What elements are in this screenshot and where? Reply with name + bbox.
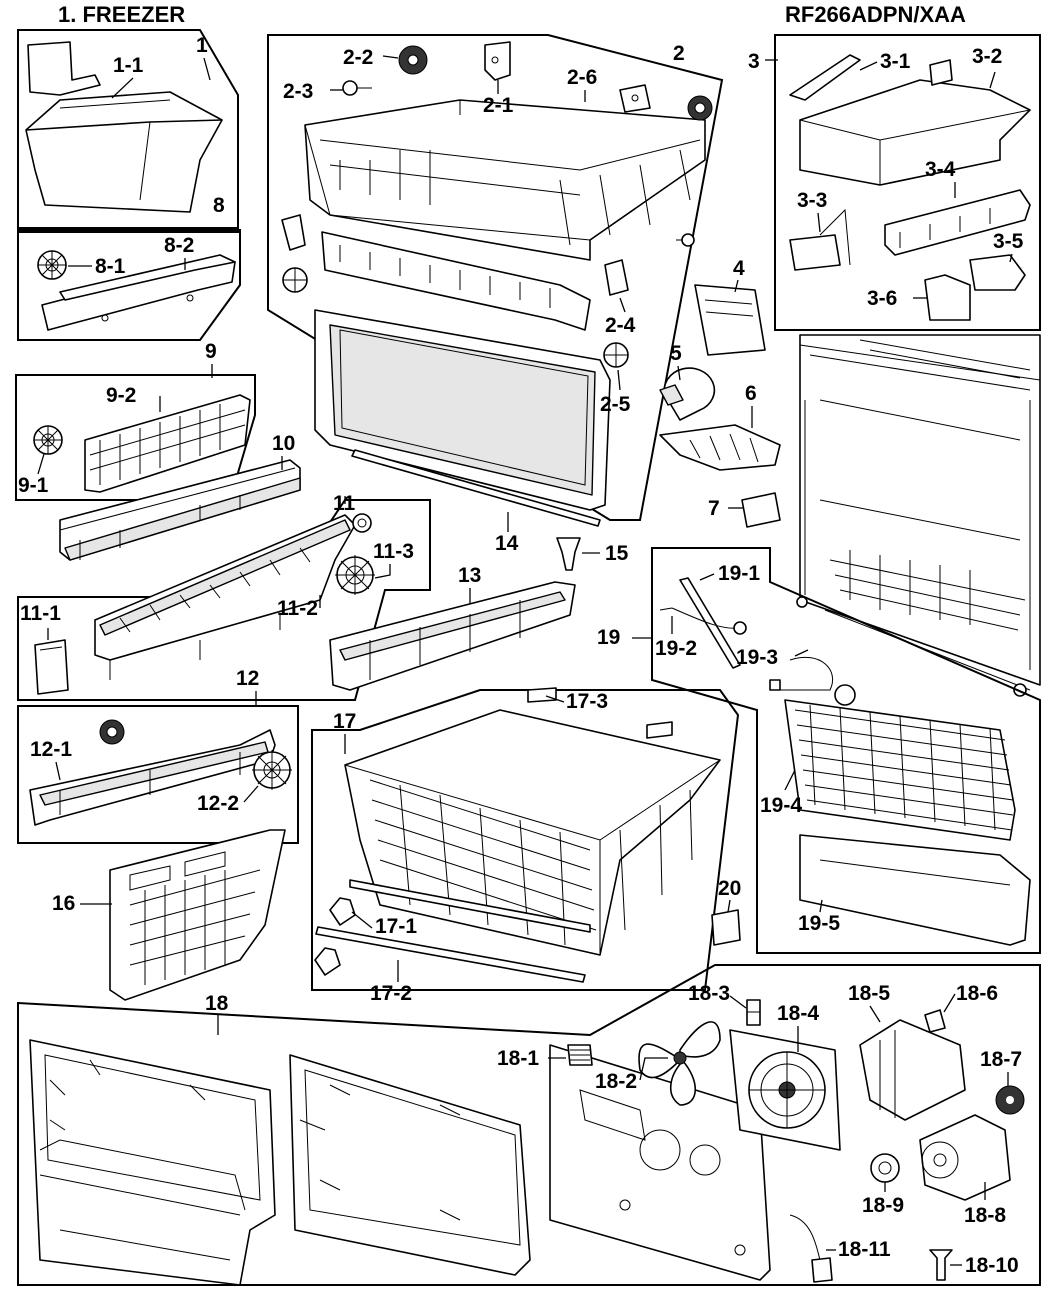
label-2: 2 bbox=[673, 42, 685, 65]
label-18-11: 18-11 bbox=[838, 1238, 891, 1261]
label-18-10: 18-10 bbox=[965, 1254, 1019, 1277]
label-9-2: 9-2 bbox=[106, 384, 136, 407]
part-4-label: 4 bbox=[694, 257, 766, 356]
label-10: 10 bbox=[272, 432, 295, 455]
label-2-2: 2-2 bbox=[343, 46, 373, 69]
label-11-3: 11-3 bbox=[373, 540, 414, 563]
group-11-rail-assembly: 11 11-3 11-2 11-1 bbox=[17, 492, 431, 701]
group-2-drawer: 2 2-2 2-3 2-1 2-6 2-4 2-5 bbox=[267, 34, 724, 521]
label-12-2: 12-2 bbox=[197, 792, 239, 815]
part-6-lamp-cover: 6 bbox=[659, 382, 781, 471]
label-20: 20 bbox=[718, 877, 741, 900]
model-number: RF266ADPN/XAA bbox=[785, 2, 966, 27]
label-18-6: 18-6 bbox=[956, 982, 998, 1005]
label-2-4: 2-4 bbox=[605, 314, 636, 337]
label-19-4: 19-4 bbox=[760, 794, 802, 817]
label-18: 18 bbox=[205, 992, 229, 1015]
part-16-cover: 16 bbox=[52, 829, 286, 1001]
label-18-8: 18-8 bbox=[964, 1204, 1006, 1227]
group-18-fan-assembly: 18 18-1 18-2 18-3 18-4 18-5 18-6 18-7 18… bbox=[17, 964, 1041, 1286]
label-4: 4 bbox=[733, 257, 745, 280]
label-12-1: 12-1 bbox=[30, 738, 72, 761]
label-2-3: 2-3 bbox=[283, 80, 313, 103]
label-2-5: 2-5 bbox=[600, 393, 631, 416]
label-19-1: 19-1 bbox=[718, 562, 760, 585]
label-17-1: 17-1 bbox=[375, 915, 417, 938]
group-9-rail-guard: 9 9-2 9-1 bbox=[15, 340, 256, 501]
label-18-2: 18-2 bbox=[595, 1070, 637, 1093]
label-18-9: 18-9 bbox=[862, 1194, 904, 1217]
label-19-2: 19-2 bbox=[655, 637, 697, 660]
group-10-rail: 10 bbox=[59, 432, 301, 561]
group-19-evaporator: 19-1 19-2 19-3 19 19-4 19-5 bbox=[597, 547, 1041, 954]
label-19-3: 19-3 bbox=[736, 646, 778, 669]
label-3-1: 3-1 bbox=[880, 50, 911, 73]
label-13: 13 bbox=[458, 564, 481, 587]
label-3-5: 3-5 bbox=[993, 230, 1024, 253]
label-8-1: 8-1 bbox=[95, 255, 126, 278]
label-3-3: 3-3 bbox=[797, 189, 827, 212]
group-17-lower-basket: 17 17-3 17-1 17-2 bbox=[311, 687, 740, 1005]
label-18-7: 18-7 bbox=[980, 1048, 1022, 1071]
label-2-6: 2-6 bbox=[567, 66, 597, 89]
part-14-strip: 14 bbox=[351, 449, 601, 555]
label-18-4: 18-4 bbox=[777, 1002, 819, 1025]
label-2-1: 2-1 bbox=[483, 94, 514, 117]
label-3-2: 3-2 bbox=[972, 45, 1002, 68]
label-8: 8 bbox=[213, 194, 225, 217]
part-5-lamp: 5 bbox=[659, 342, 716, 421]
label-16: 16 bbox=[52, 892, 75, 915]
label-3: 3 bbox=[748, 50, 760, 73]
label-9-1: 9-1 bbox=[18, 474, 49, 497]
label-1-1: 1-1 bbox=[113, 54, 144, 77]
label-3-4: 3-4 bbox=[925, 158, 956, 181]
label-7: 7 bbox=[708, 497, 720, 520]
label-11-1: 11-1 bbox=[20, 602, 61, 625]
part-13-cover-rail: 13 bbox=[329, 564, 576, 691]
label-11: 11 bbox=[333, 492, 356, 515]
label-5: 5 bbox=[670, 342, 682, 365]
part-15-clip: 15 bbox=[556, 537, 629, 571]
label-18-3: 18-3 bbox=[688, 982, 730, 1005]
label-18-1: 18-1 bbox=[497, 1047, 539, 1070]
group-8-rail: 8 8-2 8-1 bbox=[17, 194, 241, 331]
section-title: 1. FREEZER bbox=[58, 2, 185, 27]
label-17: 17 bbox=[333, 710, 356, 733]
label-15: 15 bbox=[605, 542, 629, 565]
label-8-2: 8-2 bbox=[164, 234, 194, 257]
label-14: 14 bbox=[495, 532, 519, 555]
label-1: 1 bbox=[196, 34, 208, 57]
label-19: 19 bbox=[597, 626, 620, 649]
label-18-5: 18-5 bbox=[848, 982, 890, 1005]
part-20-bracket: 20 bbox=[711, 877, 741, 946]
label-17-2: 17-2 bbox=[370, 982, 412, 1005]
frame-group-8 bbox=[17, 229, 241, 341]
label-9: 9 bbox=[205, 340, 217, 363]
group-12-rail-assembly: 12 12-1 12-2 bbox=[17, 667, 299, 844]
group-1-ice-bin: 1-1 1 bbox=[17, 29, 239, 229]
label-17-3: 17-3 bbox=[566, 690, 608, 713]
label-6: 6 bbox=[745, 382, 757, 405]
refrigerator-cabinet bbox=[796, 334, 1041, 697]
group-3-ice-maker: 3 3-1 3-2 3-3 3-4 3-5 3-6 bbox=[748, 34, 1041, 331]
label-19-5: 19-5 bbox=[798, 912, 840, 935]
label-11-2: 11-2 bbox=[277, 597, 318, 620]
part-7-switch: 7 bbox=[708, 492, 781, 528]
label-3-6: 3-6 bbox=[867, 287, 897, 310]
label-12: 12 bbox=[236, 667, 259, 690]
